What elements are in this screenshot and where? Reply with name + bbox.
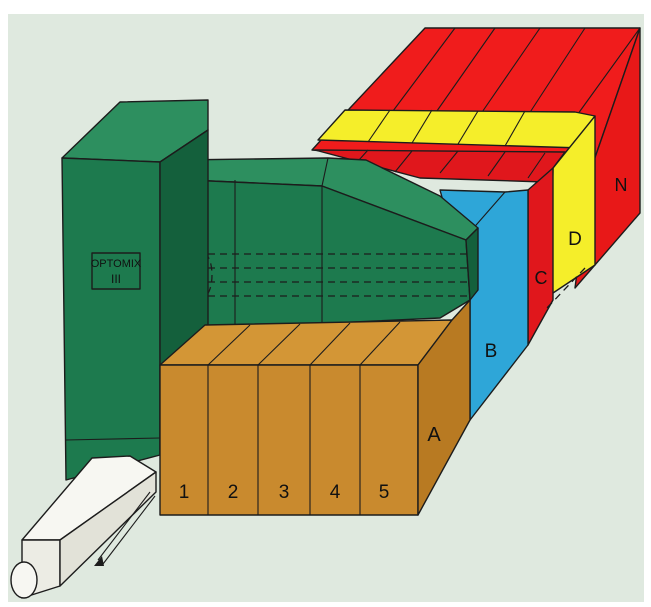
flow-arrow-icon	[94, 556, 104, 566]
section-label-1: 1	[179, 482, 190, 503]
labels: 1 2 3 4 5 A B C D N	[179, 175, 628, 503]
outlet-side-face	[59, 471, 157, 587]
block-a-side-face	[417, 299, 471, 516]
outlet-opening	[10, 561, 38, 599]
layer-label-d: D	[568, 229, 582, 250]
section-label-4: 4	[330, 482, 341, 503]
layer-label-n: N	[615, 175, 628, 195]
outlet-spout	[10, 455, 157, 599]
mixer-end-face	[465, 227, 479, 301]
housing-front-face	[61, 157, 161, 481]
section-label-3: 3	[279, 482, 290, 503]
layer-label-a: A	[427, 424, 441, 446]
layer-d	[317, 109, 596, 296]
layer-label-c: C	[535, 268, 548, 288]
layer-c	[314, 149, 586, 346]
block-a-top-face	[159, 319, 453, 366]
shaft-end-hidden	[195, 253, 213, 297]
optomix-nameplate	[91, 252, 141, 290]
section-label-2: 2	[228, 482, 239, 503]
optomix-label-line1: OPTOMIX	[91, 258, 142, 270]
layer-a-block	[159, 299, 471, 516]
mixer-body	[179, 157, 479, 331]
layer-label-b: B	[485, 341, 498, 362]
optomix-label-line2: III	[111, 272, 121, 286]
section-label-5: 5	[379, 482, 390, 503]
